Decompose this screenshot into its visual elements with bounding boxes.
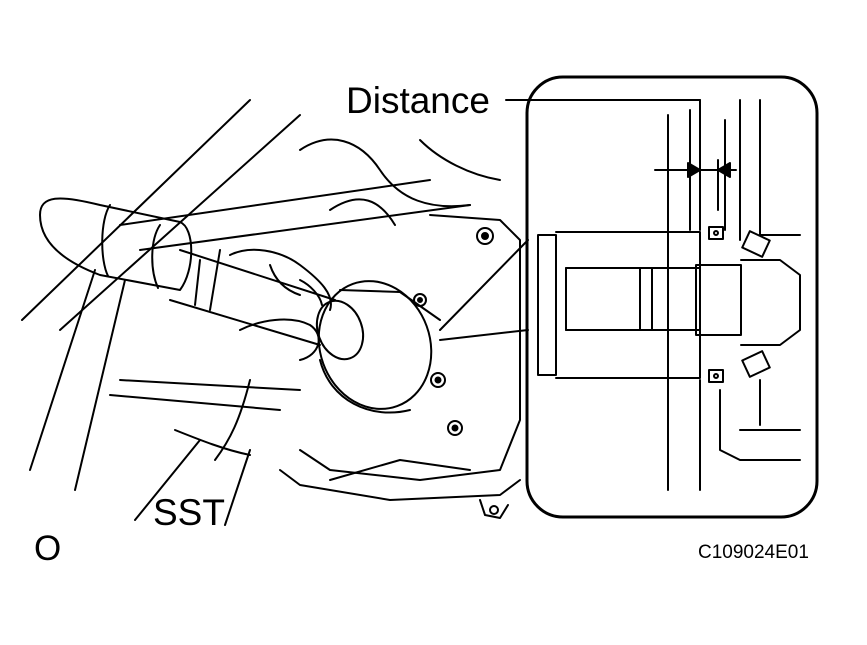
orientation-mark: O (34, 529, 62, 568)
sst-label: SST (153, 492, 225, 533)
gear-case (279, 214, 521, 519)
detail-inset (439, 75, 819, 519)
hammer (29, 197, 193, 491)
distance-label: Distance (346, 80, 490, 121)
sst-tool (169, 249, 441, 414)
figure-code: C109024E01 (698, 542, 809, 563)
housing-lines (21, 99, 501, 411)
hands (134, 248, 332, 526)
